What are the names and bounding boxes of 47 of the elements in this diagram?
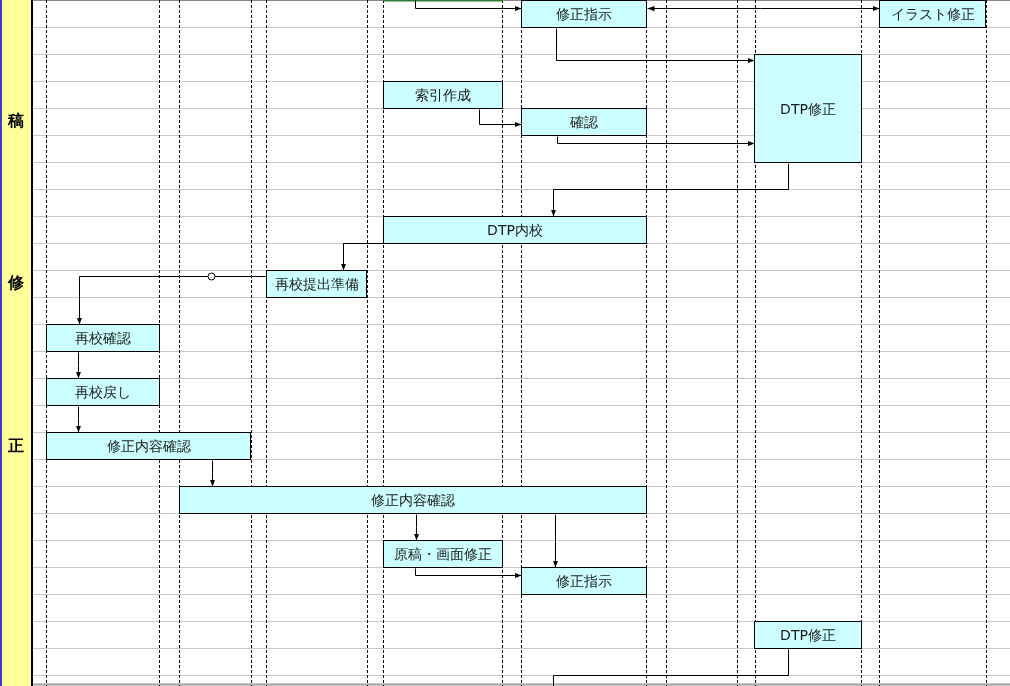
process-box <box>266 270 367 298</box>
process-box <box>521 0 647 28</box>
step-label: DTP内校 <box>487 221 543 239</box>
step-label: 再校確認 <box>75 329 131 347</box>
process-box <box>46 324 160 352</box>
connector-arrow <box>552 514 559 568</box>
process-box <box>754 54 862 163</box>
connector-arrow <box>415 0 522 12</box>
connector-arrow <box>75 406 82 433</box>
step-label: 原稿・画面修正 <box>394 545 492 563</box>
step-label: イラスト修正 <box>890 5 975 23</box>
process-box <box>754 621 862 649</box>
lane-label: 稿 <box>7 111 25 131</box>
process-box <box>46 432 251 460</box>
connector-arrow <box>415 568 522 579</box>
process-box <box>383 216 647 244</box>
step-label: 修正指示 <box>556 5 612 23</box>
lane-label: 正 <box>7 436 25 456</box>
connector-arrow <box>209 460 216 487</box>
connector-arrow <box>556 28 755 64</box>
step-label: 確認 <box>570 113 598 131</box>
process-box <box>46 378 160 406</box>
step-label: 再校提出準備 <box>274 275 359 293</box>
step-label: 修正内容確認 <box>106 437 191 455</box>
step-label: DTP修正 <box>780 99 836 118</box>
lane-label: 修 <box>7 273 25 293</box>
connector-arrow <box>647 5 880 12</box>
step-label: 修正指示 <box>556 572 612 590</box>
step-label: DTP修正 <box>780 626 836 644</box>
process-box <box>383 81 503 109</box>
connector-arrow <box>479 109 522 128</box>
connector-line <box>553 649 789 686</box>
connector-arrow <box>76 276 267 325</box>
process-box <box>179 486 647 514</box>
process-box <box>383 540 503 568</box>
process-box <box>521 567 647 595</box>
step-label: 修正内容確認 <box>371 491 455 509</box>
connector-arrow <box>75 352 82 379</box>
connector-arrow <box>340 243 384 271</box>
connector-arrow <box>557 136 755 147</box>
connector-arrow <box>413 514 420 541</box>
lane-header-band <box>0 0 33 686</box>
step-label: 索引作成 <box>415 86 471 104</box>
process-box <box>879 0 986 28</box>
step-label: 再校戻し <box>75 383 131 401</box>
connector-arrow <box>550 163 789 217</box>
process-box <box>521 108 647 136</box>
